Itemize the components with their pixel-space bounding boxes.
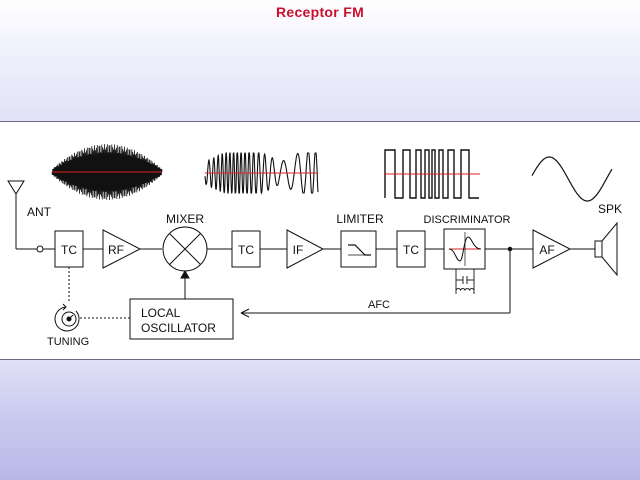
tc-block-1-label: TC — [61, 243, 77, 257]
af-amplifier-block — [532, 229, 572, 269]
tuning-label: TUNING — [47, 336, 89, 348]
signal-waveforms — [51, 144, 613, 202]
discriminator-label: DISCRIMINATOR — [424, 214, 511, 226]
mixer-label: MIXER — [166, 212, 204, 226]
rf-amplifier-label: RF — [108, 243, 124, 257]
tank-circuit-icon — [455, 269, 475, 294]
tc-block-3-label: TC — [403, 243, 419, 257]
fm-receiver-block-diagram: ANT TC RF MIXER TC IF — [7, 144, 622, 348]
local-oscillator-label-line1: LOCAL — [141, 306, 181, 320]
local-oscillator-block — [129, 298, 234, 340]
s-curve-icon — [448, 236, 482, 262]
diagram-panel: ANT TC RF MIXER TC IF — [0, 121, 640, 360]
mixer-symbol — [162, 226, 208, 272]
tuning-knob-icon — [54, 303, 80, 332]
audio-signal-waveform — [531, 156, 613, 202]
rf-amplifier-block — [102, 229, 142, 269]
bottom-band — [0, 360, 640, 480]
tc-block-2-label: TC — [238, 243, 254, 257]
speaker-icon — [594, 221, 618, 277]
afc-label: AFC — [368, 299, 390, 311]
if-amplifier-label: IF — [293, 243, 304, 257]
if-amplifier-block — [286, 229, 325, 269]
antenna-label: ANT — [27, 205, 52, 219]
af-amplifier-label: AF — [539, 243, 554, 257]
if-signal-waveform — [204, 151, 319, 195]
limiter-label: LIMITER — [336, 212, 384, 226]
speaker-label: SPK — [598, 202, 622, 216]
local-oscillator-label-line2: OSCILLATOR — [141, 321, 216, 335]
slide-title: Receptor FM — [275, 4, 365, 20]
limited-signal-waveform — [384, 149, 479, 199]
limiter-curve-icon — [348, 244, 371, 256]
